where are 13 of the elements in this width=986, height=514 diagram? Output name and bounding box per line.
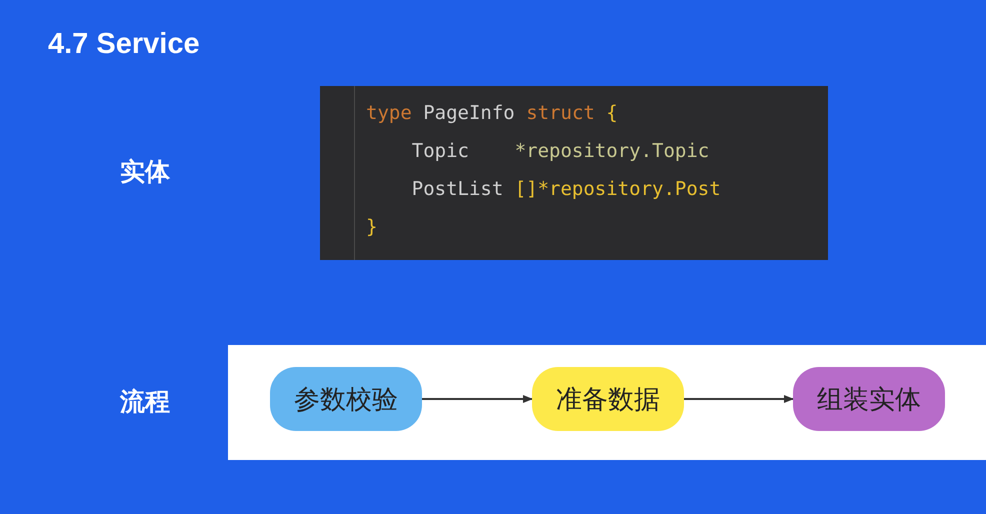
process-pill: 组装实体 (793, 367, 945, 431)
process-pill: 参数校验 (270, 367, 422, 431)
code-line: } (366, 216, 378, 238)
process-pill: 准备数据 (532, 367, 684, 431)
slide-title: 4.7 Service (48, 28, 200, 61)
section-label: 流程 (120, 386, 170, 418)
arrow (684, 395, 794, 403)
arrow (422, 395, 533, 403)
flow-panel (228, 345, 986, 460)
section-label: 实体 (120, 156, 170, 188)
code-line: type PageInfo struct { (366, 102, 618, 124)
code-line: PostList []*repository.Post (410, 178, 721, 200)
code-line: Topic *repository.Topic (410, 140, 710, 162)
